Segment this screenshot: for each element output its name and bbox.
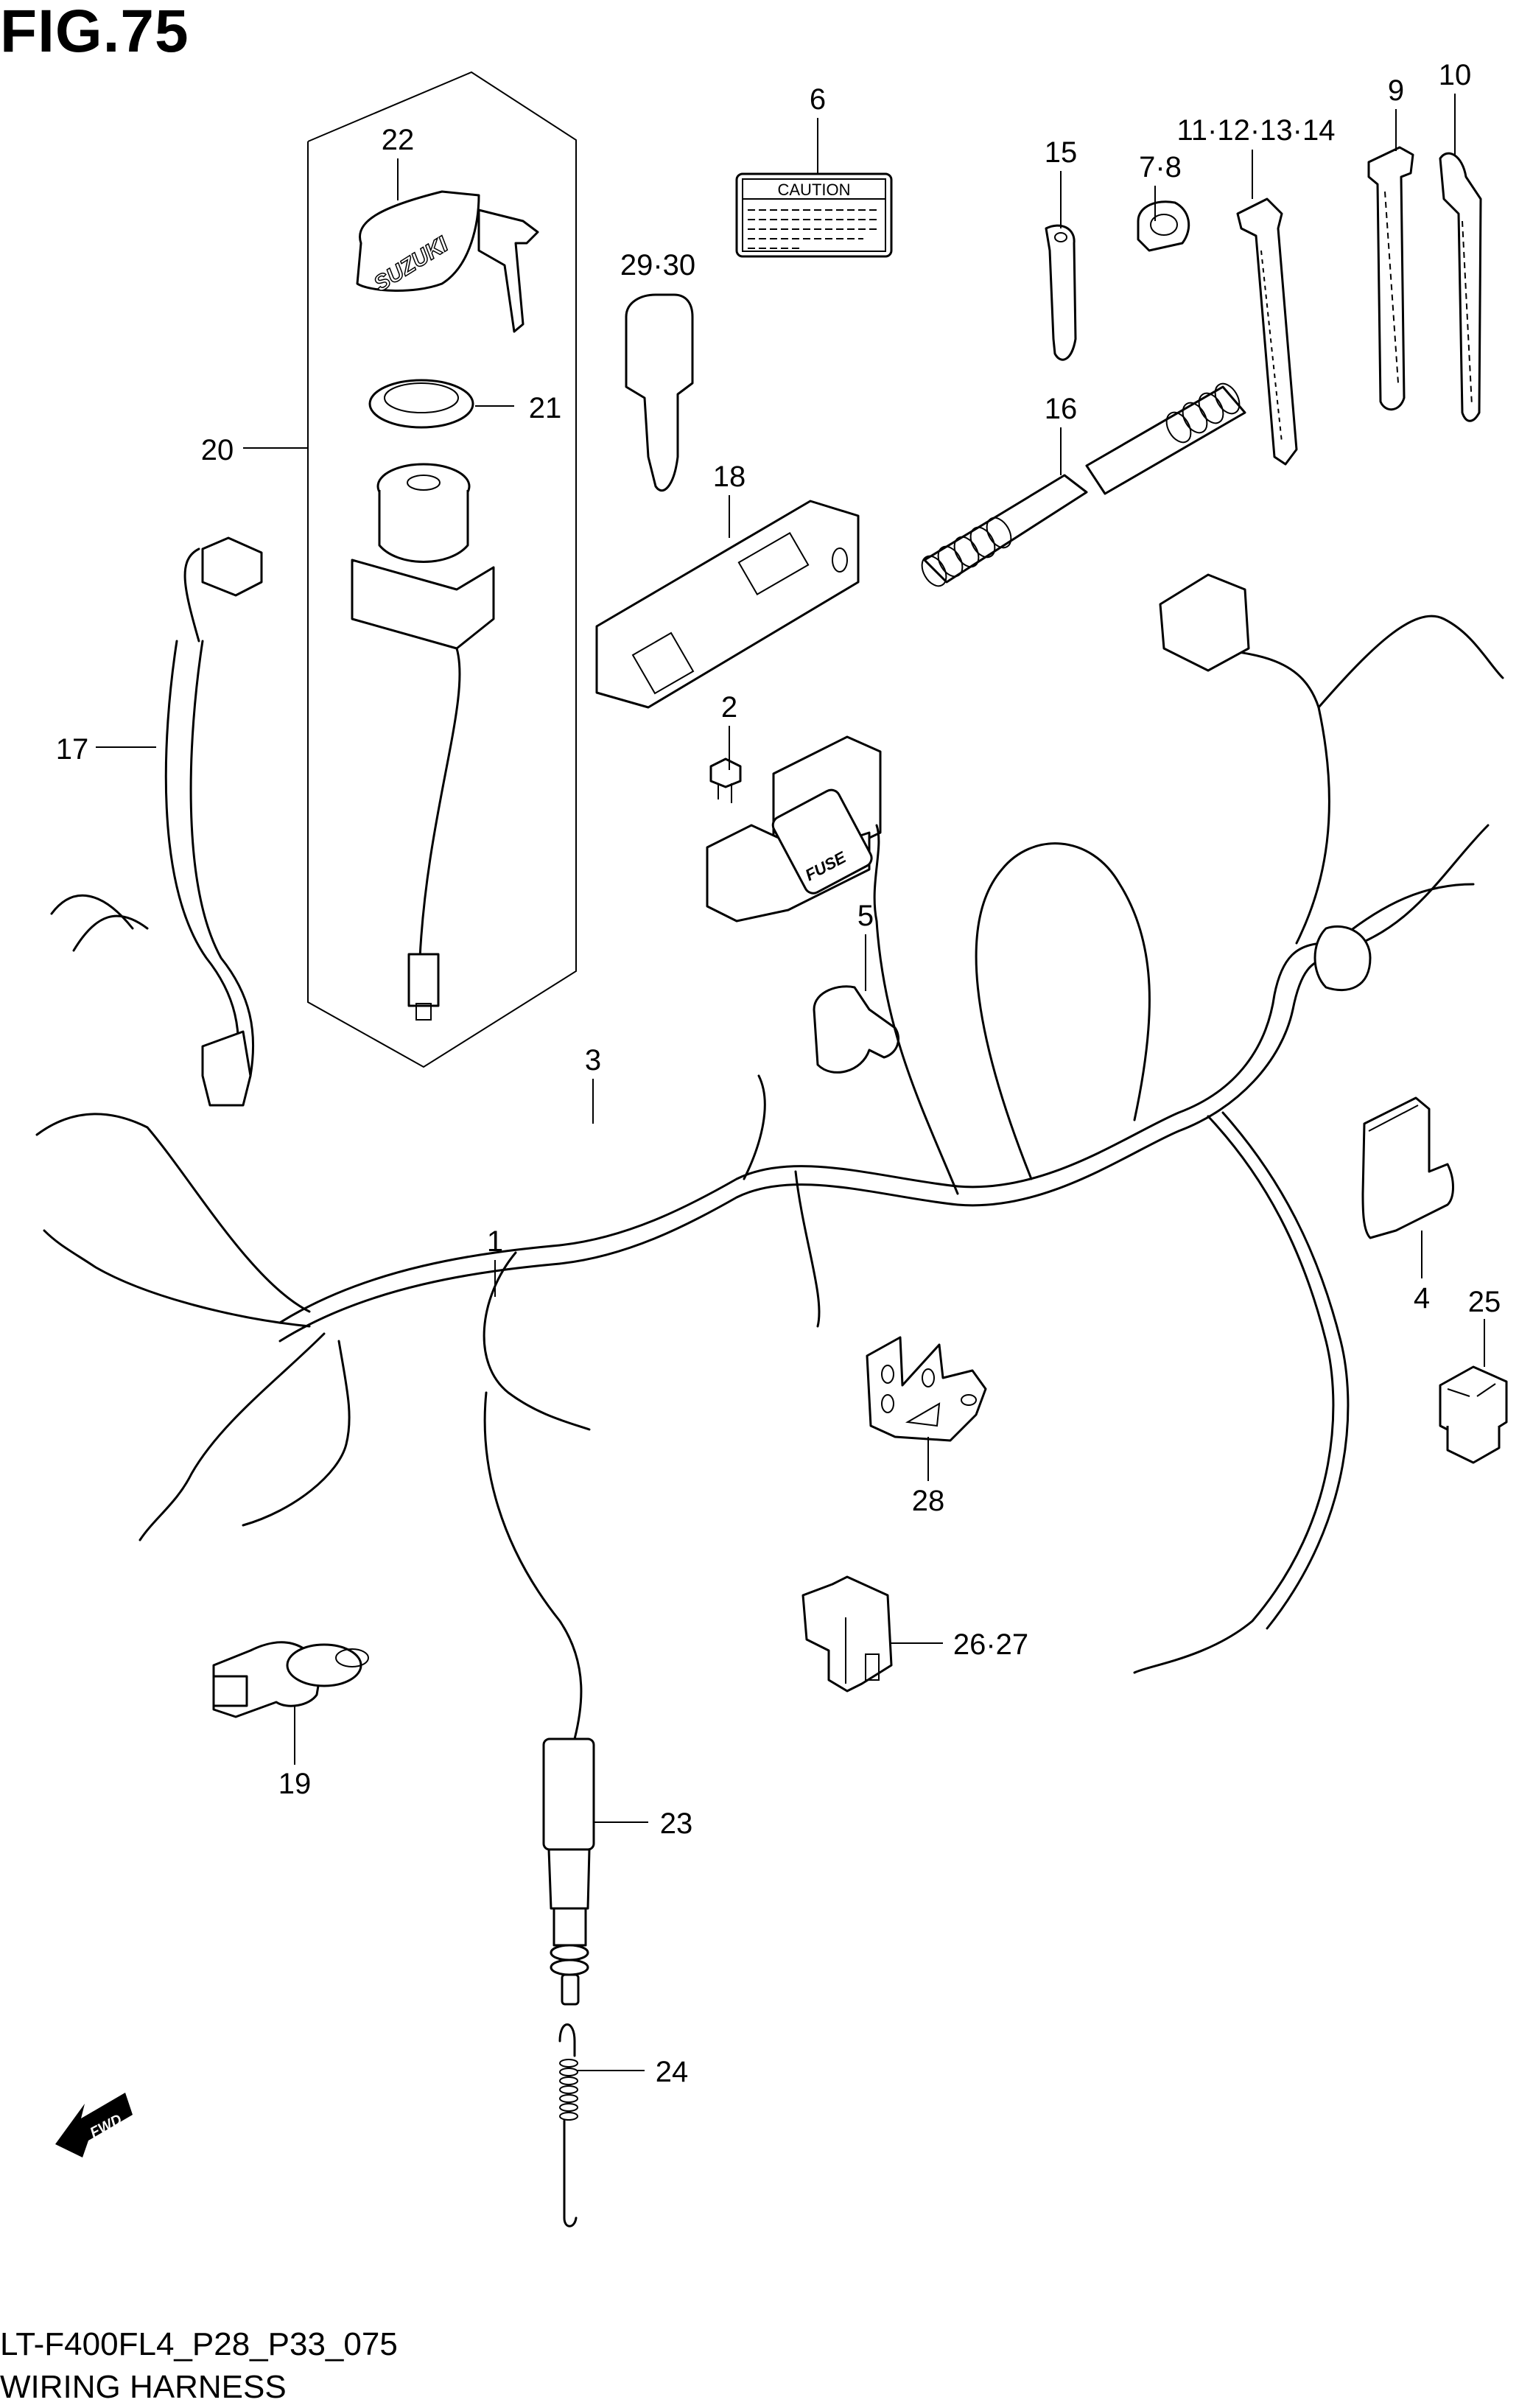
diagram-title: WIRING HARNESS bbox=[0, 2369, 287, 2405]
callout-19[interactable]: 19 bbox=[278, 1768, 312, 1800]
callout-16[interactable]: 16 bbox=[1045, 393, 1078, 425]
callout-10[interactable]: 10 bbox=[1439, 59, 1472, 91]
callout-17[interactable]: 17 bbox=[56, 733, 89, 766]
bracket-part[interactable] bbox=[866, 1336, 987, 1442]
multi-pin-connector bbox=[1159, 573, 1372, 992]
connector-cover-part[interactable] bbox=[1361, 1096, 1454, 1239]
callout-18[interactable]: 18 bbox=[713, 461, 746, 493]
figure-number: FIG.75 bbox=[0, 0, 189, 65]
key-blank-part[interactable] bbox=[625, 293, 694, 492]
callout-23[interactable]: 23 bbox=[660, 1807, 693, 1840]
ignition-switch-assembly-outline bbox=[307, 71, 577, 1068]
spring-part[interactable] bbox=[558, 2023, 578, 2227]
connector-cap-part[interactable] bbox=[813, 985, 899, 1074]
sub-harness-part[interactable] bbox=[50, 536, 263, 1107]
fuse-part[interactable] bbox=[709, 757, 742, 803]
callout-21[interactable]: 21 bbox=[529, 392, 562, 424]
callout-9[interactable]: 9 bbox=[1388, 74, 1404, 107]
fuse-box-part[interactable]: FUSE bbox=[706, 735, 882, 923]
sensor-part[interactable] bbox=[212, 1641, 369, 1718]
callout-3[interactable]: 3 bbox=[585, 1044, 601, 1077]
fuse-box-bracket-part[interactable] bbox=[595, 500, 860, 709]
clamp-part[interactable] bbox=[1137, 200, 1190, 252]
relay-part[interactable] bbox=[1439, 1365, 1508, 1464]
model-code: LT-F400FL4_P28_P33_075 bbox=[0, 2326, 398, 2362]
callout-26-27[interactable]: 26·27 bbox=[953, 1628, 1028, 1661]
callout-20[interactable]: 20 bbox=[201, 434, 234, 466]
wiring-harness-part[interactable] bbox=[35, 615, 1504, 1740]
relay-cover-part[interactable] bbox=[801, 1575, 893, 1693]
callout-25[interactable]: 25 bbox=[1468, 1286, 1501, 1318]
callout-7-8[interactable]: 7·8 bbox=[1139, 151, 1182, 183]
switch-nut-part[interactable] bbox=[368, 379, 474, 429]
ignition-key-set-part[interactable]: SUZUKI bbox=[356, 190, 539, 333]
callout-2[interactable]: 2 bbox=[721, 691, 737, 724]
callout-15[interactable]: 15 bbox=[1045, 136, 1078, 169]
band-clamp-part[interactable] bbox=[1367, 146, 1414, 411]
callout-1[interactable]: 1 bbox=[487, 1225, 503, 1258]
corrugated-tube-part[interactable] bbox=[917, 379, 1246, 590]
callout-28[interactable]: 28 bbox=[912, 1485, 945, 1517]
caution-label-text: CAUTION bbox=[778, 181, 851, 199]
clamp-strap-part[interactable] bbox=[1045, 224, 1077, 361]
caution-label-part[interactable]: CAUTION bbox=[735, 172, 893, 258]
plug-cap-part[interactable] bbox=[542, 1737, 595, 2006]
leader-lines bbox=[96, 94, 1485, 2071]
forward-arrow-icon: FWD bbox=[55, 2093, 133, 2157]
callout-24[interactable]: 24 bbox=[656, 2056, 689, 2088]
cable-tie-clamp-part[interactable] bbox=[1236, 197, 1298, 466]
callout-29-30[interactable]: 29·30 bbox=[620, 249, 695, 281]
cable-tie-part[interactable] bbox=[1439, 152, 1482, 422]
callout-labels: 6 22 21 20 17 18 29·30 2 3 1 5 15 16 7·8… bbox=[56, 59, 1501, 2088]
callout-22[interactable]: 22 bbox=[382, 124, 415, 156]
callout-6[interactable]: 6 bbox=[810, 83, 826, 116]
callout-11-14[interactable]: 11·12·13·14 bbox=[1177, 114, 1336, 147]
callout-4[interactable]: 4 bbox=[1414, 1282, 1430, 1315]
callout-5[interactable]: 5 bbox=[857, 900, 874, 932]
ignition-switch-part[interactable] bbox=[351, 463, 495, 1021]
